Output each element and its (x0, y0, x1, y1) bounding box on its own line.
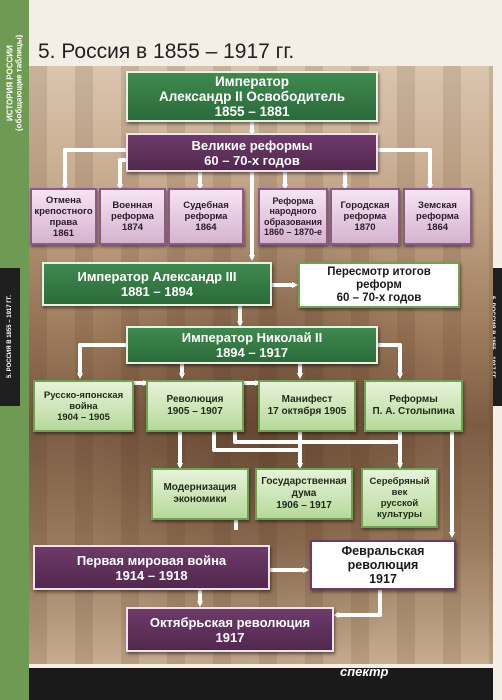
node-nicholas-ii-line2: 1894 – 1917 (215, 345, 289, 360)
node-duma-line3: 1906 – 1917 (276, 500, 332, 511)
node-stolypin-reforms: Реформы П. А. Столыпина (364, 380, 463, 432)
node-revolution-1905-line2: 1905 – 1907 (167, 406, 223, 417)
node-february-line1: Февральская (341, 544, 425, 558)
node-reform-education-line3: образования (263, 216, 323, 227)
node-duma-line2: дума (291, 488, 317, 499)
node-great-reforms-line1: Великие реформы (191, 137, 313, 153)
node-silver-age: Серебряный век русской культуры (361, 468, 438, 528)
node-manifest-line1: Манифест (281, 394, 333, 405)
node-revolution-1905: Революция 1905 – 1907 (146, 380, 244, 432)
node-october-line1: Октябрьская революция (149, 614, 311, 630)
node-alexander-ii-line3: 1855 – 1881 (214, 104, 290, 119)
node-reform-city-line2: реформа (343, 211, 387, 222)
node-stolypin-line1: Реформы (389, 394, 438, 405)
node-revision-line1: Пересмотр итогов (327, 265, 431, 278)
node-silver-age-line2: век (391, 487, 408, 498)
node-ww1-line2: 1914 – 1918 (115, 567, 188, 583)
node-alexander-ii: Император Александр II Освободитель 1855… (126, 71, 378, 122)
node-october-line2: 1917 (215, 629, 245, 645)
node-reform-serfdom-line1: Отмена (45, 194, 82, 206)
node-reform-city: Городская реформа 1870 (330, 188, 400, 245)
node-revision-line2: реформ (356, 278, 402, 291)
node-reform-education: Реформа народного образования 1860 – 187… (258, 188, 328, 245)
node-world-war-i: Первая мировая война 1914 – 1918 (33, 545, 270, 590)
node-russo-japanese-line1: Русско-японская (43, 389, 124, 401)
node-reform-serfdom: Отмена крепостного права 1861 (30, 188, 97, 245)
node-reform-military-line2: реформа (111, 211, 154, 222)
node-alexander-ii-line1: Император (214, 74, 290, 89)
node-modernization-line2: экономики (173, 494, 227, 505)
node-great-reforms: Великие реформы 60 – 70-х годов (126, 133, 378, 172)
node-reform-judicial-line1: Судебная (183, 200, 229, 211)
node-reform-education-line2: народного (269, 206, 317, 216)
node-silver-age-line4: культуры (377, 509, 422, 520)
node-february-line3: 1917 (369, 572, 397, 586)
node-reform-zemstvo: Земская реформа 1864 (403, 188, 472, 245)
node-silver-age-line3: русской (380, 498, 419, 509)
node-reform-education-line1: Реформа (272, 195, 314, 206)
node-alexander-iii: Император Александр III 1881 – 1894 (42, 262, 272, 306)
node-alexander-iii-line1: Император Александр III (77, 269, 237, 284)
node-nicholas-ii-line1: Император Николай II (181, 330, 323, 345)
node-reform-judicial: Судебная реформа 1864 (168, 188, 244, 245)
node-great-reforms-line2: 60 – 70-х годов (204, 152, 300, 168)
publisher-logo: спектр (340, 664, 389, 679)
node-reform-military-line1: Военная (112, 200, 153, 211)
node-february-revolution: Февральская революция 1917 (310, 540, 456, 590)
node-ww1-line1: Первая мировая война (76, 552, 227, 568)
node-revision-line3: 60 – 70-х годов (336, 291, 422, 304)
node-reform-education-line4: 1860 – 1870-е (263, 227, 323, 237)
node-reform-military: Военная реформа 1874 (99, 188, 166, 245)
page-title: 5. Россия в 1855 – 1917 гг. (38, 40, 295, 63)
node-revolution-1905-line1: Революция (166, 394, 224, 405)
node-february-line2: революция (347, 558, 419, 572)
node-duma: Государственная дума 1906 – 1917 (255, 468, 353, 520)
node-nicholas-ii: Император Николай II 1894 – 1917 (126, 326, 378, 364)
node-october-revolution: Октябрьская революция 1917 (126, 607, 334, 652)
node-alexander-ii-line2: Александр II Освободитель (158, 89, 346, 104)
node-duma-line1: Государственная (261, 476, 347, 487)
node-reform-city-line3: 1870 (354, 222, 376, 233)
footer-bar (29, 668, 493, 700)
node-modernization: Модернизация экономики (151, 468, 249, 520)
node-reform-judicial-line2: реформа (184, 211, 228, 222)
node-reform-serfdom-line4: 1861 (52, 227, 75, 239)
node-russo-japanese-war: Русско-японская война 1904 – 1905 (33, 380, 134, 432)
node-modernization-line1: Модернизация (163, 482, 237, 493)
node-stolypin-line2: П. А. Столыпина (372, 406, 455, 417)
node-reform-city-line1: Городская (340, 200, 390, 211)
node-silver-age-line1: Серебряный (369, 476, 430, 487)
node-reform-serfdom-line2: крепостного (34, 205, 93, 217)
node-reform-serfdom-line3: права (49, 216, 78, 228)
node-manifest-line2: 17 октября 1905 (267, 406, 347, 417)
node-revision: Пересмотр итогов реформ 60 – 70-х годов (298, 262, 460, 308)
node-manifest: Манифест 17 октября 1905 (258, 380, 356, 432)
node-russo-japanese-line2: война (69, 400, 98, 412)
node-alexander-iii-line2: 1881 – 1894 (120, 284, 194, 299)
node-reform-zemstvo-line3: 1864 (426, 222, 449, 233)
node-reform-judicial-line3: 1864 (195, 222, 217, 233)
node-reform-zemstvo-line1: Земская (418, 200, 457, 211)
node-reform-zemstvo-line2: реформа (416, 211, 459, 222)
node-reform-military-line3: 1874 (121, 222, 144, 233)
node-russo-japanese-line3: 1904 – 1905 (57, 411, 110, 423)
